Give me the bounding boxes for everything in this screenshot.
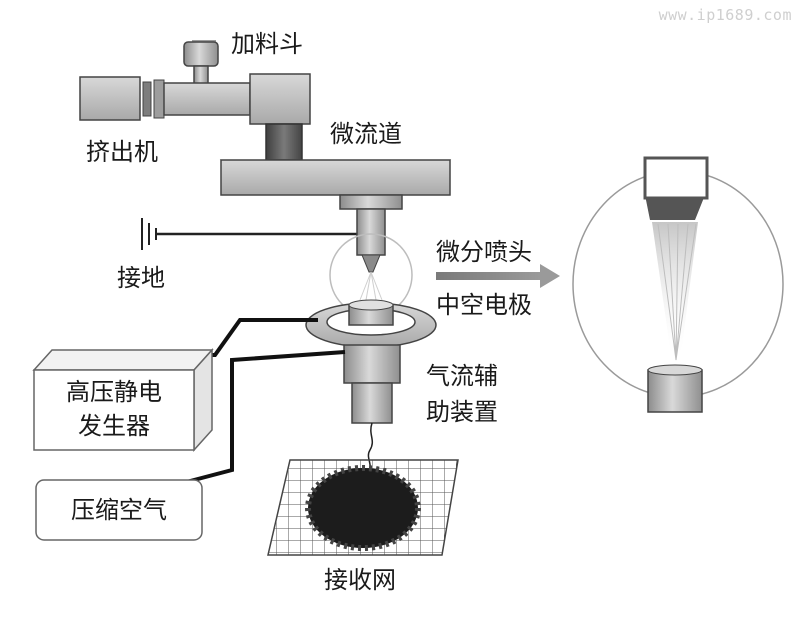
air-hose (174, 350, 346, 487)
label-micro-nozzle: 微分喷头 (436, 238, 532, 266)
label-hollow-electrode: 中空电极 (436, 291, 532, 319)
label-collector: 接收网 (324, 566, 396, 594)
nozzle-spray-lines (359, 271, 383, 301)
label-hv-gen-line1: 高压静电 (66, 378, 162, 406)
label-extruder: 挤出机 (86, 138, 158, 166)
hopper-shape (183, 40, 219, 85)
hv-wire (200, 318, 318, 357)
detail-view (572, 156, 784, 413)
nozzle-shape (339, 194, 403, 273)
label-microchannel: 微流道 (330, 120, 402, 148)
label-ground: 接地 (117, 264, 165, 292)
hv-generator-label: 高压静电 发生器 (34, 375, 194, 443)
microchannel-plate (219, 159, 452, 196)
watermark-text: www.ip1689.com (658, 6, 792, 24)
electrode-ring (305, 299, 437, 348)
label-hopper: 加料斗 (231, 30, 303, 58)
label-hv-gen-line2: 发生器 (78, 412, 150, 440)
label-compressed-air: 压缩空气 (71, 496, 167, 524)
detail-arrow (436, 264, 560, 288)
extruder-shape (79, 73, 311, 161)
compressed-air-box (35, 479, 203, 541)
label-air-assist-2: 助装置 (426, 398, 498, 426)
air-assist-device (343, 344, 401, 424)
ground-symbol (141, 218, 358, 250)
label-air-assist-1: 气流辅 (426, 362, 498, 390)
collector-grid (267, 459, 459, 556)
hv-generator-box (32, 348, 214, 452)
